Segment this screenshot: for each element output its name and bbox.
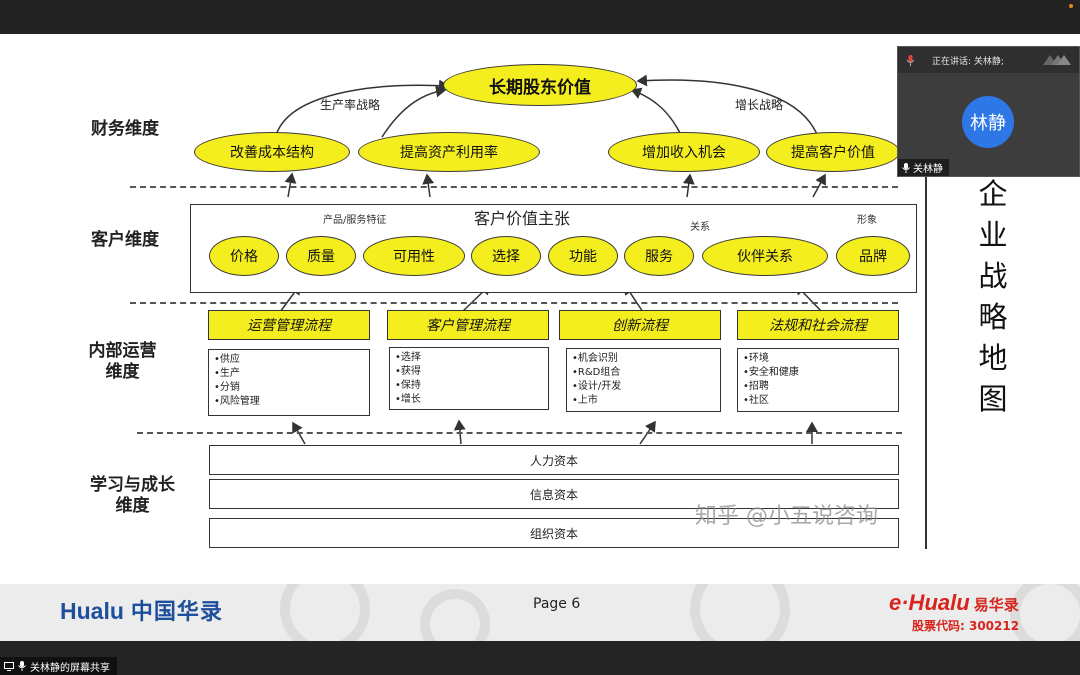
- process-item: •环境: [743, 353, 769, 364]
- learning-dimension-label-2: 维度: [115, 496, 150, 516]
- hualu-logo-text: Hualu: [60, 598, 124, 624]
- growth-strategy-label: 增长战略: [735, 98, 784, 112]
- hualu-logo-cn: 中国华录: [130, 599, 223, 624]
- customer-value-title: 客户价值主张: [474, 209, 571, 228]
- connection-signal-icon: [1043, 55, 1071, 65]
- participant-video-panel[interactable]: 正在讲话: 关林静; 林静 关林静: [897, 46, 1080, 177]
- vertical-title-char: 企: [978, 177, 1008, 211]
- screen-share-label[interactable]: 关林静的屏幕共享: [0, 657, 117, 675]
- process-item: •R&D组合: [572, 367, 621, 378]
- process-item: •供应: [214, 354, 240, 365]
- process-item: •获得: [395, 366, 421, 377]
- financial-dimension-label: 财务维度: [91, 119, 159, 139]
- process-item: •保持: [395, 380, 421, 391]
- divider-line: [130, 302, 898, 304]
- avatar: 林静: [962, 96, 1014, 148]
- mic-icon: [18, 661, 26, 671]
- process-items-box: •机会识别 •R&D组合 •设计/开发 •上市: [566, 348, 721, 412]
- capital-box: 组织资本: [209, 518, 899, 548]
- top-toolbar: [0, 0, 1080, 34]
- process-item: •上市: [572, 395, 598, 406]
- screen-share-icon: [4, 661, 14, 671]
- mic-speaking-icon: [906, 55, 915, 66]
- product-feature-note: 产品/服务特征: [323, 215, 387, 226]
- process-items-box: •环境 •安全和健康 •招聘 •社区: [737, 348, 899, 412]
- video-panel-header: 正在讲话: 关林静;: [898, 47, 1079, 73]
- footer-pattern: [280, 584, 370, 641]
- participant-name-tag: 关林静: [898, 159, 949, 176]
- process-header: 创新流程: [559, 310, 721, 340]
- financial-oval: 提高客户价值: [766, 132, 900, 172]
- vertical-title-char: 地: [978, 341, 1008, 375]
- vertical-title: 企 业 战 略 地 图: [970, 174, 1016, 420]
- divider-line: [130, 186, 898, 188]
- vertical-title-char: 图: [978, 382, 1008, 416]
- process-item: •招聘: [743, 381, 769, 392]
- mic-icon: [902, 162, 910, 173]
- divider-line: [137, 432, 902, 434]
- internal-dimension-label-2: 维度: [105, 362, 140, 382]
- customer-oval: 质量: [286, 236, 356, 276]
- footer-pattern: [1010, 584, 1080, 641]
- process-header: 运营管理流程: [208, 310, 370, 340]
- customer-dimension-label: 客户维度: [91, 230, 159, 250]
- process-item: •社区: [743, 395, 769, 406]
- footer-pattern: [420, 589, 490, 641]
- process-item: •风险管理: [214, 396, 260, 407]
- page-number: Page 6: [533, 596, 581, 612]
- meeting-bottom-bar: [0, 641, 1080, 675]
- share-label-text: 关林静的屏幕共享: [30, 662, 110, 674]
- status-dot-icon: [1069, 4, 1073, 8]
- capital-box: 信息资本: [209, 479, 899, 509]
- financial-oval: 增加收入机会: [608, 132, 760, 172]
- financial-oval: 提高资产利用率: [358, 132, 540, 172]
- customer-oval: 服务: [624, 236, 694, 276]
- customer-oval: 品牌: [836, 236, 910, 276]
- process-item: •安全和健康: [743, 367, 799, 378]
- financial-oval: 改善成本结构: [194, 132, 350, 172]
- vertical-title-char: 业: [978, 218, 1008, 252]
- shareholder-value-oval: 长期股东价值: [443, 64, 637, 106]
- process-item: •增长: [395, 394, 421, 405]
- vertical-title-char: 战: [978, 259, 1008, 293]
- process-item: •选择: [395, 352, 421, 363]
- process-header: 客户管理流程: [387, 310, 549, 340]
- participant-name: 关林静: [913, 164, 943, 175]
- process-item: •机会识别: [572, 353, 618, 364]
- customer-oval: 可用性: [363, 236, 465, 276]
- internal-dimension-label-1: 内部运营: [88, 341, 157, 361]
- customer-oval: 价格: [209, 236, 279, 276]
- speaking-indicator: 正在讲话: 关林静;: [932, 57, 1004, 67]
- process-header: 法规和社会流程: [737, 310, 899, 340]
- process-item: •生产: [214, 368, 240, 379]
- process-item: •设计/开发: [572, 381, 622, 392]
- learning-dimension-label-1: 学习与成长: [90, 475, 175, 495]
- ehualu-logo-text: e·Hualu: [889, 590, 970, 615]
- customer-oval: 伙伴关系: [702, 236, 828, 276]
- relation-note: 关系: [690, 222, 710, 233]
- vertical-divider: [925, 171, 927, 549]
- vertical-title-char: 略: [978, 300, 1008, 334]
- capital-box: 人力资本: [209, 445, 899, 475]
- footer-pattern: [690, 584, 790, 641]
- customer-oval: 选择: [471, 236, 541, 276]
- process-items-box: •选择 •获得 •保持 •增长: [389, 347, 549, 410]
- watermark-text: 知乎 @小五说咨询: [695, 504, 878, 529]
- process-item: •分销: [214, 382, 240, 393]
- stock-code: 股票代码: 300212: [912, 619, 1020, 633]
- process-items-box: •供应 •生产 •分销 •风险管理: [208, 349, 370, 416]
- productivity-strategy-label: 生产率战略: [320, 98, 381, 112]
- customer-oval: 功能: [548, 236, 618, 276]
- image-note: 形象: [857, 215, 877, 226]
- ehualu-logo-cn: 易华录: [973, 597, 1019, 614]
